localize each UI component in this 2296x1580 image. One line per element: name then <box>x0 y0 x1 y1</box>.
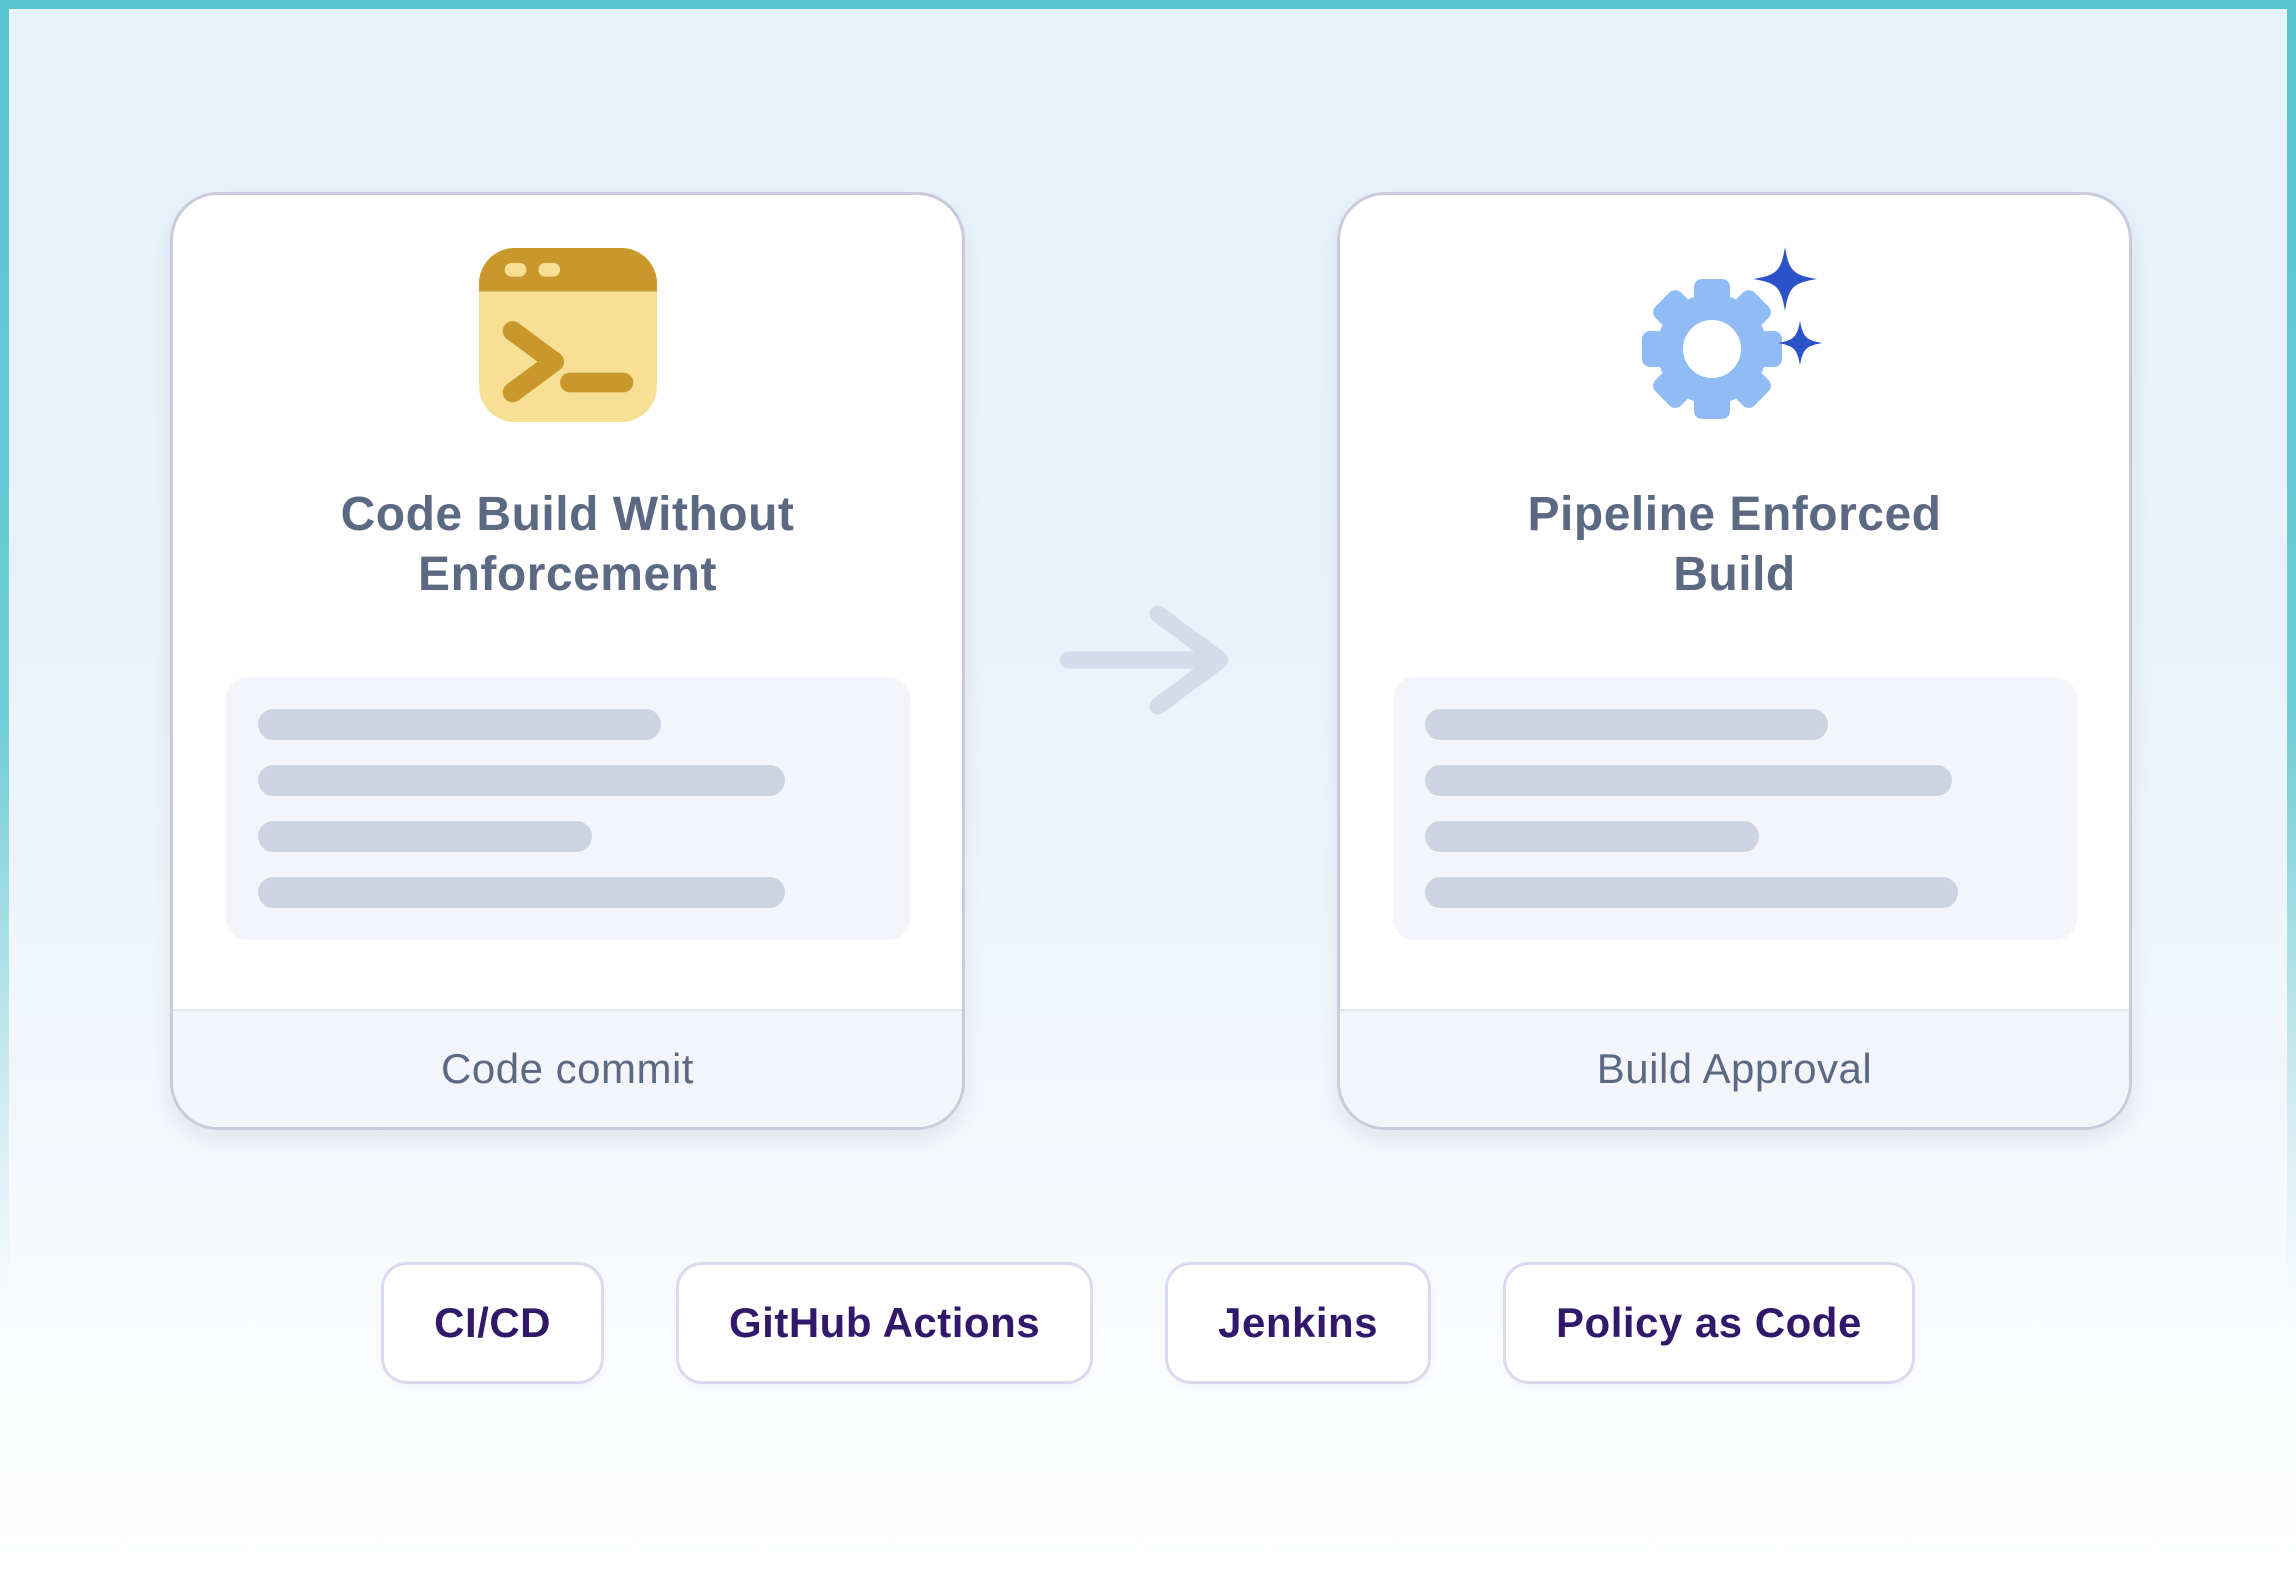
tag-policy-as-code: Policy as Code <box>1503 1262 1915 1384</box>
skeleton-text-block <box>225 677 910 940</box>
skeleton-line <box>1424 709 1828 740</box>
accent-border-right <box>2287 0 2296 1580</box>
skeleton-text-block <box>1392 677 2077 940</box>
card-title-line: Pipeline Enforced <box>1527 488 1942 541</box>
flow-arrow-icon <box>1056 598 1246 722</box>
terminal-window-icon <box>478 247 657 425</box>
accent-border-left <box>0 0 9 1580</box>
skeleton-line <box>1424 765 1952 796</box>
skeleton-line <box>257 765 785 796</box>
gear-sparkles-icon <box>1641 247 1828 425</box>
card-code-build-without-enforcement: Code Build Without Enforcement Code comm… <box>170 192 965 1130</box>
card-title: Pipeline Enforced Build <box>1528 485 1942 605</box>
card-title-line: Enforcement <box>418 548 717 601</box>
tag-github-actions: GitHub Actions <box>676 1262 1094 1384</box>
card-footer-label: Code commit <box>173 1009 962 1127</box>
skeleton-line <box>257 821 593 852</box>
card-title: Code Build Without Enforcement <box>341 485 795 605</box>
card-footer-label: Build Approval <box>1340 1009 2129 1127</box>
card-pipeline-enforced-build: Pipeline Enforced Build Build Approval <box>1337 192 2132 1130</box>
skeleton-line <box>1424 877 1958 908</box>
tag-jenkins: Jenkins <box>1165 1262 1432 1384</box>
card-title-line: Code Build Without <box>340 488 795 541</box>
tag-ci-cd: CI/CD <box>381 1262 605 1384</box>
card-title-line: Build <box>1673 548 1796 601</box>
tags-row: CI/CD GitHub Actions Jenkins Policy as C… <box>0 1262 2296 1384</box>
skeleton-line <box>1424 821 1760 852</box>
skeleton-line <box>257 877 785 908</box>
accent-border-top <box>0 0 2296 9</box>
skeleton-line <box>257 709 661 740</box>
